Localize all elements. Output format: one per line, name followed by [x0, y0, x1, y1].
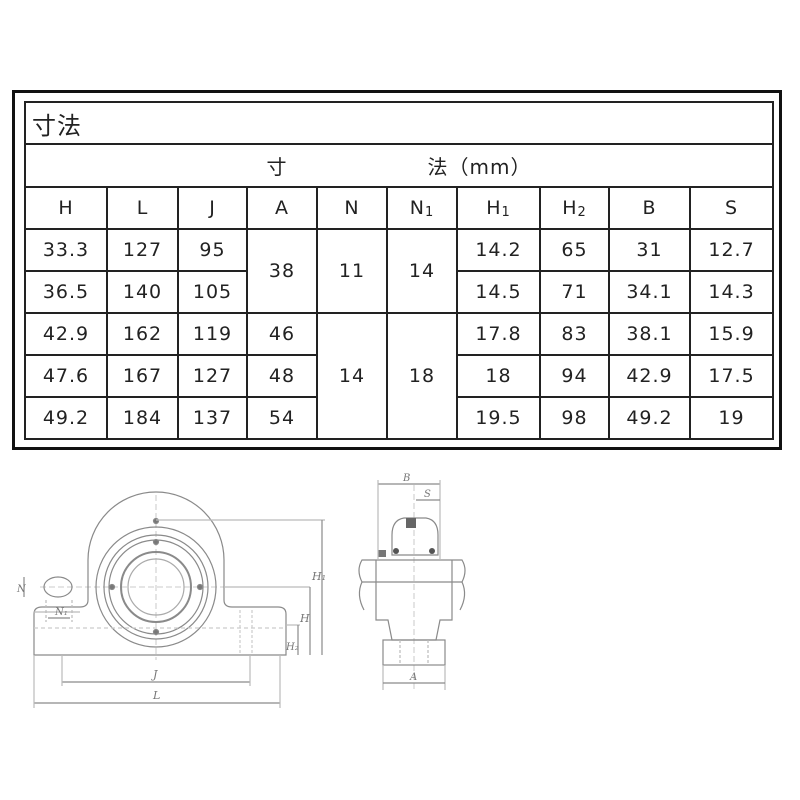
- cell-B: 34.1: [608, 270, 691, 314]
- table-row: 49.2 184 137 54 19.5 98 49.2 19: [24, 396, 775, 440]
- dim-label-N1: N₁: [54, 607, 68, 618]
- cell-A: 54: [246, 396, 318, 440]
- cell-H1: 18: [456, 354, 541, 398]
- cell-A: 46: [246, 312, 318, 356]
- dim-label-N: N: [16, 584, 27, 595]
- table-row: 42.9 162 119 46 14 18 17.8 83 38.1 15.9: [24, 312, 775, 440]
- dim-label-S: S: [424, 489, 431, 500]
- cell-H: 33.3: [24, 228, 108, 272]
- cell-H2: 94: [539, 354, 610, 398]
- cell-H1: 14.2: [456, 228, 541, 272]
- col-header-S: S: [688, 186, 775, 230]
- cell-L: 140: [106, 270, 179, 314]
- cell-S: 17.5: [688, 354, 775, 398]
- col-header-J: J: [177, 186, 248, 230]
- col-header-H1: H1: [456, 186, 541, 230]
- cell-J: 137: [177, 396, 248, 440]
- col-header-B: B: [608, 186, 691, 230]
- cell-J: 105: [177, 270, 248, 314]
- cell-H: 36.5: [24, 270, 108, 314]
- table-subheader: 寸 法（mm）: [23, 143, 775, 188]
- cell-J: 119: [177, 312, 248, 356]
- cell-B: 49.2: [608, 396, 691, 440]
- dim-label-J: J: [151, 668, 158, 681]
- cell-L: 127: [106, 228, 179, 272]
- col-header-N: N: [316, 186, 388, 230]
- cell-S: 19: [688, 396, 775, 440]
- front-view: J L H₁ H H₂ N₁ N: [16, 491, 326, 708]
- pillow-block-drawing: J L H₁ H H₂ N₁ N: [16, 473, 466, 708]
- cell-B: 38.1: [608, 312, 691, 356]
- cell-H2: 71: [539, 270, 610, 314]
- cell-H: 42.9: [24, 312, 108, 356]
- cell-J: 127: [177, 354, 248, 398]
- technical-drawings: J L H₁ H H₂ N₁ N: [0, 460, 800, 720]
- cell-H2: 98: [539, 396, 610, 440]
- cell-S: 14.3: [688, 270, 775, 314]
- dim-label-A: A: [409, 672, 417, 683]
- table-row: 36.5 140 105 14.5 71 34.1 14.3: [24, 270, 775, 314]
- cell-L: 167: [106, 354, 179, 398]
- cell-H: 49.2: [24, 396, 108, 440]
- table-row: 47.6 167 127 48 18 94 42.9 17.5: [24, 354, 775, 398]
- cell-H1: 17.8: [456, 312, 541, 356]
- cell-L: 184: [106, 396, 179, 440]
- cell-N-merged: 14: [316, 312, 388, 440]
- dim-label-H1: H₁: [311, 570, 326, 583]
- table-title: 寸法: [23, 101, 775, 145]
- cell-H1: 14.5: [456, 270, 541, 314]
- side-view: B S A: [358, 473, 466, 690]
- cell-L: 162: [106, 312, 179, 356]
- col-header-H2: H2: [539, 186, 610, 230]
- cell-H: 47.6: [24, 354, 108, 398]
- dim-label-B: B: [402, 473, 410, 484]
- dim-label-L: L: [152, 689, 160, 702]
- cell-N1-merged: 18: [386, 312, 458, 440]
- cell-H2: 83: [539, 312, 610, 356]
- col-header-H: H: [24, 186, 108, 230]
- dim-label-H: H: [299, 612, 310, 625]
- cell-B: 31: [608, 228, 691, 272]
- cell-A: 48: [246, 354, 318, 398]
- dim-label-H2: H₂: [285, 642, 299, 653]
- col-header-L: L: [106, 186, 179, 230]
- cell-J: 95: [177, 228, 248, 272]
- cell-S: 15.9: [688, 312, 775, 356]
- subheader-left: 寸: [266, 155, 288, 179]
- table-row: 33.3 127 95 38 11 14 14.2 65 31 12.7: [24, 228, 775, 314]
- cell-H2: 65: [539, 228, 610, 272]
- cell-S: 12.7: [688, 228, 775, 272]
- col-header-N1: N1: [386, 186, 458, 230]
- cell-N-merged: 11: [316, 228, 388, 314]
- cell-N1-merged: 14: [386, 228, 458, 314]
- subheader-right: 法（mm）: [427, 155, 532, 179]
- cell-A-merged: 38: [246, 228, 318, 314]
- cell-B: 42.9: [608, 354, 691, 398]
- col-header-A: A: [246, 186, 318, 230]
- dimension-table: 寸法 寸 法（mm） H L J A N N1 H1 H2 B S 33.3 12…: [23, 101, 775, 440]
- cell-H1: 19.5: [456, 396, 541, 440]
